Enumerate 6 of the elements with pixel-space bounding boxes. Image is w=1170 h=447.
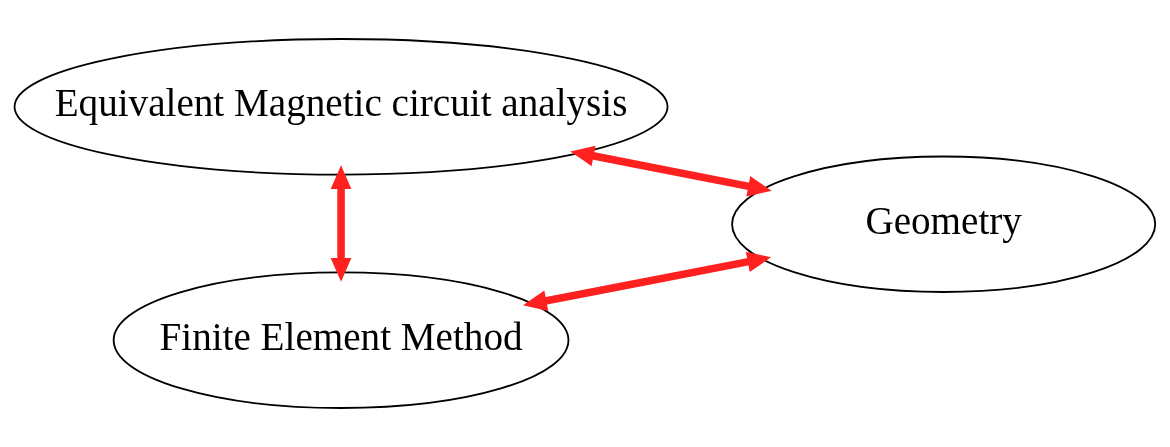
node-ellipse: Finite Element Method — [112, 271, 570, 409]
arrow — [523, 251, 772, 311]
node-ellipse: Geometry — [731, 155, 1157, 293]
node-ellipse: Equivalent Magnetic circuit analysis — [13, 38, 669, 176]
arrow — [570, 145, 772, 197]
arrow — [330, 165, 352, 282]
